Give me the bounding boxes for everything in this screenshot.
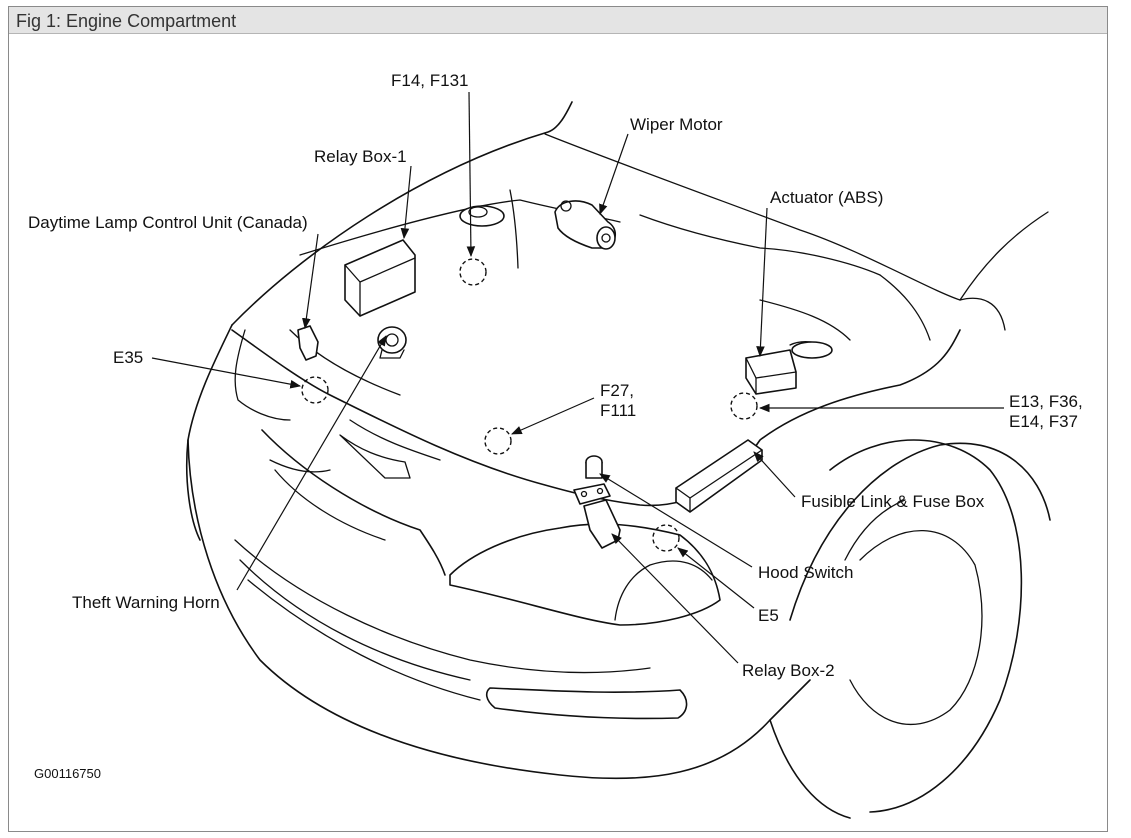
actuator-abs-part	[745, 341, 833, 395]
connector-locations	[301, 258, 758, 552]
label-daytime-lamp-control-unit: Daytime Lamp Control Unit (Canada)	[28, 213, 308, 232]
car-drawing	[185, 101, 1051, 819]
e5-location	[652, 524, 680, 552]
reservoir-part	[459, 205, 505, 227]
label-relay-box-2: Relay Box-2	[742, 661, 835, 680]
label-f14-f131: F14, F131	[391, 71, 469, 90]
daytime-lamp-control-unit-part	[297, 325, 319, 361]
label-f27: F27,	[600, 381, 634, 400]
label-theft-warning-horn: Theft Warning Horn	[72, 593, 220, 612]
figure-title: Fig 1: Engine Compartment	[16, 11, 237, 31]
label-wiper-motor: Wiper Motor	[630, 115, 723, 134]
wiper-motor-part	[554, 200, 617, 250]
label-e13-f36: E13, F36,	[1009, 392, 1083, 411]
f27-f111-location	[484, 427, 512, 455]
relay-box-1-part	[344, 239, 416, 317]
fusible-link-fuse-box-part	[675, 439, 763, 513]
figure-title-bar: Fig 1: Engine Compartment	[9, 7, 1107, 34]
label-actuator-abs: Actuator (ABS)	[770, 188, 883, 207]
label-f111: F111	[600, 401, 636, 420]
hood-switch-part	[573, 455, 611, 505]
components	[297, 200, 833, 549]
hood-edge-line	[231, 101, 573, 326]
leader-lines	[151, 91, 1004, 664]
label-relay-box-1: Relay Box-1	[314, 147, 407, 166]
label-e5: E5	[758, 606, 779, 625]
e35-location	[301, 376, 329, 404]
e13-location	[730, 392, 758, 420]
label-fusible-link-fuse-box: Fusible Link & Fuse Box	[801, 492, 985, 511]
labels: F14, F131 Wiper Motor Relay Box-1 Actuat…	[28, 71, 1083, 781]
figure-code: G00116750	[34, 766, 101, 781]
figure-frame: Fig 1: Engine Compartment	[8, 6, 1108, 832]
relay-box-2-part	[583, 499, 621, 549]
label-e35: E35	[113, 348, 143, 367]
label-e14-f37: E14, F37	[1009, 412, 1078, 431]
f14-f131-location	[459, 258, 487, 286]
label-hood-switch: Hood Switch	[758, 563, 853, 582]
